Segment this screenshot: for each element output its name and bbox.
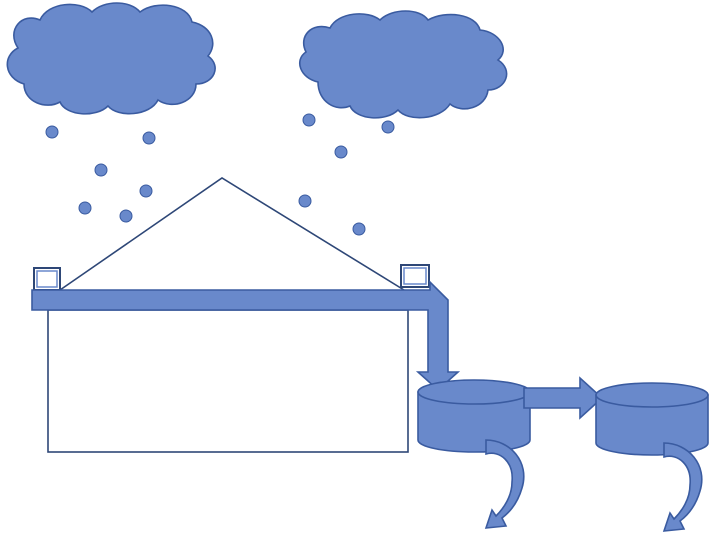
gutter-box-right-inner <box>403 267 427 285</box>
overflow-arrow-1 <box>484 439 525 529</box>
tank-1 <box>417 379 531 453</box>
raindrop <box>142 131 156 145</box>
raindrop <box>119 209 133 223</box>
house-wall <box>47 309 409 453</box>
raindrop <box>139 184 153 198</box>
raindrop <box>298 194 312 208</box>
raindrop <box>302 113 316 127</box>
raindrop <box>381 120 395 134</box>
gutter-box-left-inner <box>36 270 58 288</box>
overflow-arrow-2 <box>662 442 703 532</box>
connector-arrow <box>523 376 604 420</box>
raindrop <box>334 145 348 159</box>
gutter-pipe <box>31 280 461 392</box>
house-roof <box>59 177 405 291</box>
tank-2 <box>595 382 709 456</box>
raindrop <box>352 222 366 236</box>
raindrops <box>45 113 395 236</box>
raindrop <box>45 125 59 139</box>
gutter-box-right <box>400 264 430 288</box>
raindrop <box>78 201 92 215</box>
cloud-left <box>6 2 216 115</box>
cloud-right <box>298 10 508 119</box>
raindrop <box>94 163 108 177</box>
